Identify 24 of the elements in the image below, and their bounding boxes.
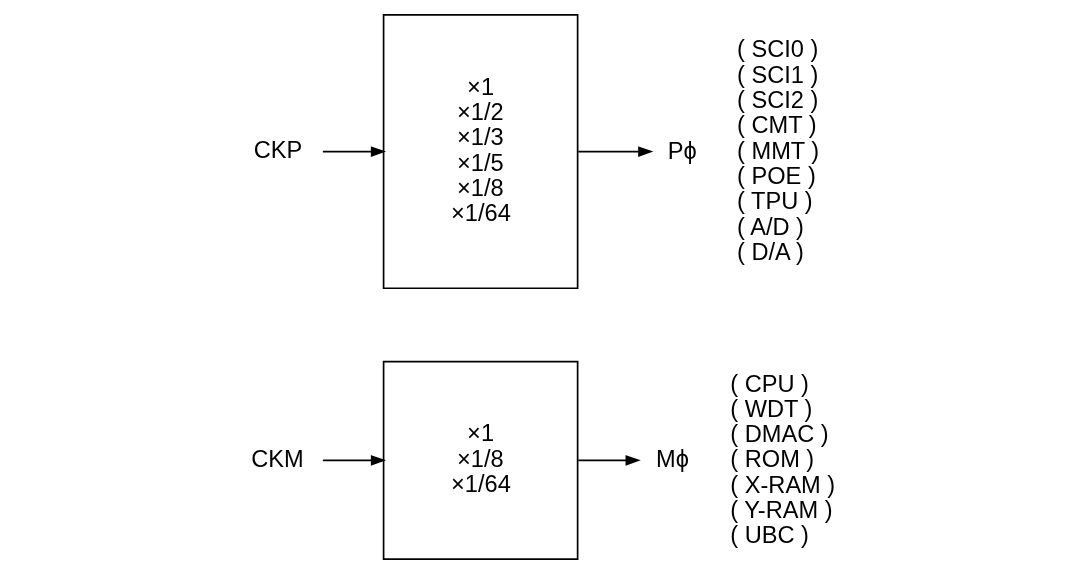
node-label: ( A/D ) (736, 213, 804, 240)
node-text: CKM (250, 445, 304, 472)
node-label: ( ROM ) (729, 446, 814, 473)
node-label: ( SCI2 ) (736, 87, 818, 114)
node-text: Mϕ (655, 446, 689, 473)
node-box: ×1 ×1/2 ×1/3 ×1/5 ×1/8 ×1/64 (382, 14, 578, 290)
node-box: ×1 ×1/8 ×1/64 (382, 360, 578, 560)
node-label: ( SCI0 ) (736, 36, 818, 63)
arrow (576, 455, 641, 466)
node-label: ( SCI1 ) (736, 61, 818, 88)
node-label: ( CMT ) (736, 112, 817, 139)
node-label: ( MMT ) (736, 137, 819, 164)
node-text: CKP (253, 136, 302, 163)
node-label: ( POE ) (736, 163, 816, 189)
node-label: ( DMAC ) (729, 421, 829, 448)
node-label: ( CPU ) (729, 370, 809, 397)
node-label: ( UBC ) (729, 522, 809, 549)
node-text: Pϕ (667, 137, 697, 164)
node-label: ( TPU ) (736, 188, 813, 215)
arrow (321, 455, 386, 466)
arrow (576, 146, 653, 157)
node-label: ( X-RAM ) (729, 471, 835, 498)
node-label: ( Y-RAM ) (729, 497, 833, 524)
arrow (321, 146, 386, 157)
